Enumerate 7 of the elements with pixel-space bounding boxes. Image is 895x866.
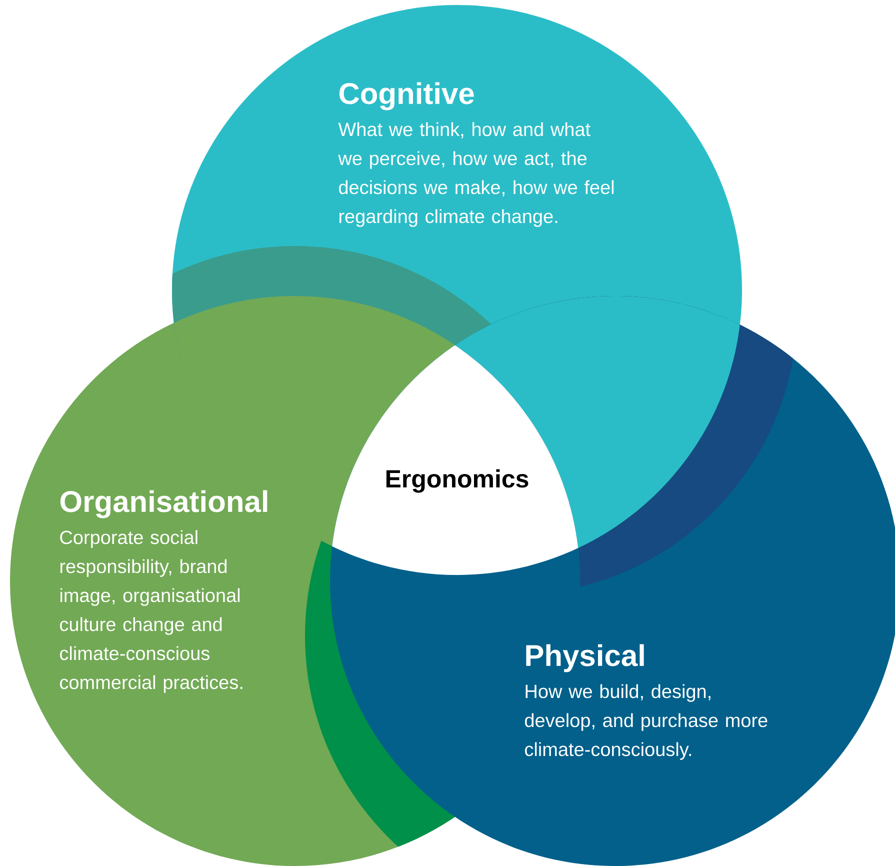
circle-heading: Organisational: [60, 490, 268, 518]
circle-description: How we build, design, develop, and purchase more climate-consciously.: [525, 684, 768, 760]
circle-heading: Cognitive: [339, 82, 474, 110]
center-label: Ergonomics: [386, 469, 528, 493]
circle-description: Corporate social responsibility, brand image, organisational culture change and climate-conscious commercial practices.: [60, 530, 242, 693]
circle-heading: Physical: [526, 644, 644, 672]
circle-description: What we think, how and what we perceive, how we act, the decisions we make, how we feel regarding climate change.: [338, 122, 614, 227]
